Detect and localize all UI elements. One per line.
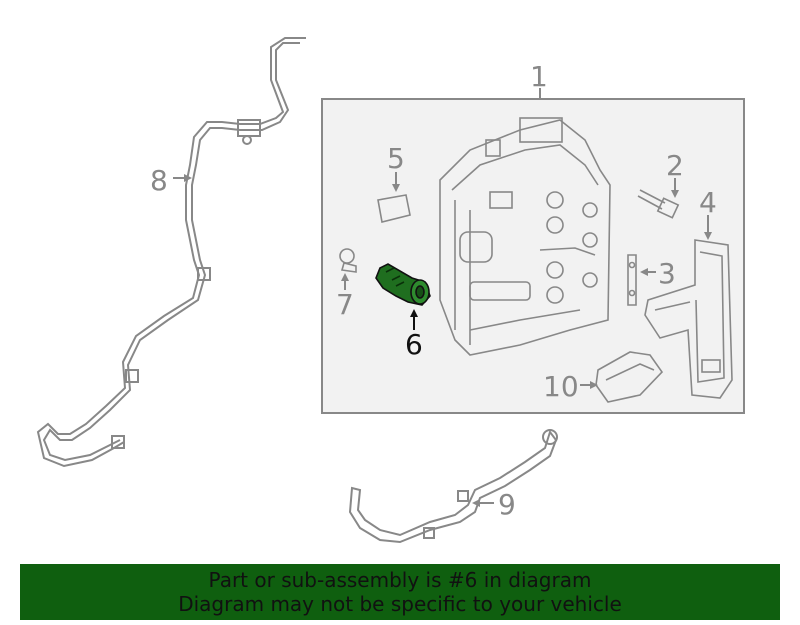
harness-9 <box>348 429 558 544</box>
callout-7: 7 <box>336 288 354 321</box>
pad-5 <box>377 194 411 223</box>
callout-arrow-3 <box>640 268 648 276</box>
callout-4: 4 <box>699 186 717 219</box>
bolt-2 <box>637 189 680 219</box>
cover-4 <box>644 239 733 399</box>
callout-arrow-5 <box>392 184 400 192</box>
callout-5: 5 <box>387 142 405 175</box>
assembly-frame <box>321 98 745 414</box>
callout-9: 9 <box>498 488 516 521</box>
callout-arrow-4 <box>704 232 712 240</box>
info-banner: Part or sub-assembly is #6 in diagram Di… <box>20 564 780 620</box>
callout-3: 3 <box>658 257 676 290</box>
callout-2: 2 <box>666 149 684 182</box>
callout-6: 6 <box>405 328 423 361</box>
callout-arrow-8 <box>184 174 192 182</box>
banner-line-part: Part or sub-assembly is #6 in diagram <box>208 568 592 592</box>
module-10 <box>595 351 664 403</box>
control-module <box>439 117 611 356</box>
callout-arrow-2 <box>671 190 679 198</box>
bracket-3 <box>627 254 637 306</box>
callout-arrow-7 <box>341 273 349 281</box>
callout-arrow-6 <box>410 309 418 317</box>
highlighted-part-6[interactable] <box>375 263 431 306</box>
bolt-7 <box>339 248 357 273</box>
callout-10: 10 <box>543 370 579 403</box>
callout-arrow-9 <box>472 499 480 507</box>
banner-line-disclaimer: Diagram may not be specific to your vehi… <box>178 592 622 616</box>
callout-8: 8 <box>150 164 168 197</box>
harness-8 <box>36 37 306 468</box>
callout-arrow-10 <box>590 381 598 389</box>
callout-1: 1 <box>530 60 548 93</box>
